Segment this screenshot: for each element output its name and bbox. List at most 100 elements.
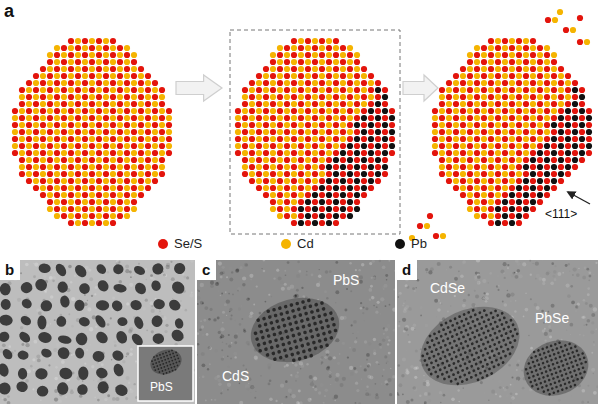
lattice-column (163, 366, 165, 368)
atom (159, 115, 165, 121)
atom (40, 143, 46, 149)
atom (242, 129, 248, 135)
atom (305, 213, 311, 219)
nanoparticle (18, 368, 28, 380)
atom (460, 192, 466, 198)
atom (565, 136, 571, 142)
atom (117, 45, 123, 51)
atom (117, 136, 123, 142)
noise-grain (107, 271, 109, 273)
atom (61, 199, 67, 205)
direction-arrow (568, 192, 590, 204)
atom (117, 185, 123, 191)
noise-grain (122, 326, 124, 328)
atom (291, 52, 297, 58)
noise-grain (125, 376, 129, 380)
atom (502, 80, 508, 86)
noise-grain (388, 339, 390, 341)
noise-grain (50, 323, 51, 324)
atom (565, 150, 571, 156)
noise-grain (79, 394, 82, 397)
atom (298, 220, 304, 226)
atom (277, 87, 283, 93)
atom (340, 143, 346, 149)
atom (263, 143, 269, 149)
atom (340, 213, 346, 219)
atom (481, 80, 487, 86)
atom (96, 87, 102, 93)
atom (340, 45, 346, 51)
atom (138, 87, 144, 93)
atom (263, 80, 269, 86)
atom (481, 129, 487, 135)
lattice-column (157, 358, 159, 360)
noise-grain (318, 275, 321, 278)
atom (523, 206, 529, 212)
atom (82, 143, 88, 149)
atom (516, 66, 522, 72)
lattice-column (172, 362, 174, 364)
atom (354, 73, 360, 79)
atom (375, 171, 381, 177)
atom (530, 52, 536, 58)
atom (40, 150, 46, 156)
atom (152, 150, 158, 156)
atom (40, 129, 46, 135)
noise-grain (227, 389, 229, 391)
lattice-column (162, 363, 164, 365)
atom (82, 150, 88, 156)
atom (256, 115, 262, 121)
atom (103, 136, 109, 142)
atom (375, 157, 381, 163)
atom (467, 115, 473, 121)
atom (124, 171, 130, 177)
nanoparticle (74, 300, 84, 312)
atom (579, 157, 585, 163)
atom (354, 66, 360, 72)
atom (166, 129, 172, 135)
atom (312, 136, 318, 142)
atom (333, 185, 339, 191)
atom (354, 185, 360, 191)
atom (340, 199, 346, 205)
noise-grain (52, 280, 55, 283)
atom (488, 94, 494, 100)
atom (277, 115, 283, 121)
atom (530, 94, 536, 100)
atom (75, 220, 81, 226)
atom (256, 185, 262, 191)
atom (530, 150, 536, 156)
atom (481, 157, 487, 163)
atom (75, 192, 81, 198)
atom (347, 164, 353, 170)
atom (467, 171, 473, 177)
noise-grain (55, 366, 58, 369)
atom (131, 66, 137, 72)
atom (110, 108, 116, 114)
atom (544, 45, 550, 51)
atom (284, 101, 290, 107)
atom (277, 213, 283, 219)
noise-grain (0, 327, 2, 330)
noise-grain (130, 348, 133, 351)
atom (312, 164, 318, 170)
atom (96, 108, 102, 114)
atom (33, 115, 39, 121)
noise-grain (147, 304, 151, 308)
lattice-column (164, 369, 166, 371)
lattice-column (171, 349, 173, 351)
atom (347, 185, 353, 191)
atom (551, 122, 557, 128)
atom (326, 157, 332, 163)
noise-grain (335, 338, 339, 342)
noise-grain (54, 377, 58, 381)
nanoparticle (78, 366, 88, 380)
atom (124, 45, 130, 51)
atom (89, 157, 95, 163)
atom (47, 73, 53, 79)
atom (570, 27, 576, 33)
atom (270, 164, 276, 170)
noise-grain (207, 368, 209, 370)
atom (61, 122, 67, 128)
atom (375, 87, 381, 93)
